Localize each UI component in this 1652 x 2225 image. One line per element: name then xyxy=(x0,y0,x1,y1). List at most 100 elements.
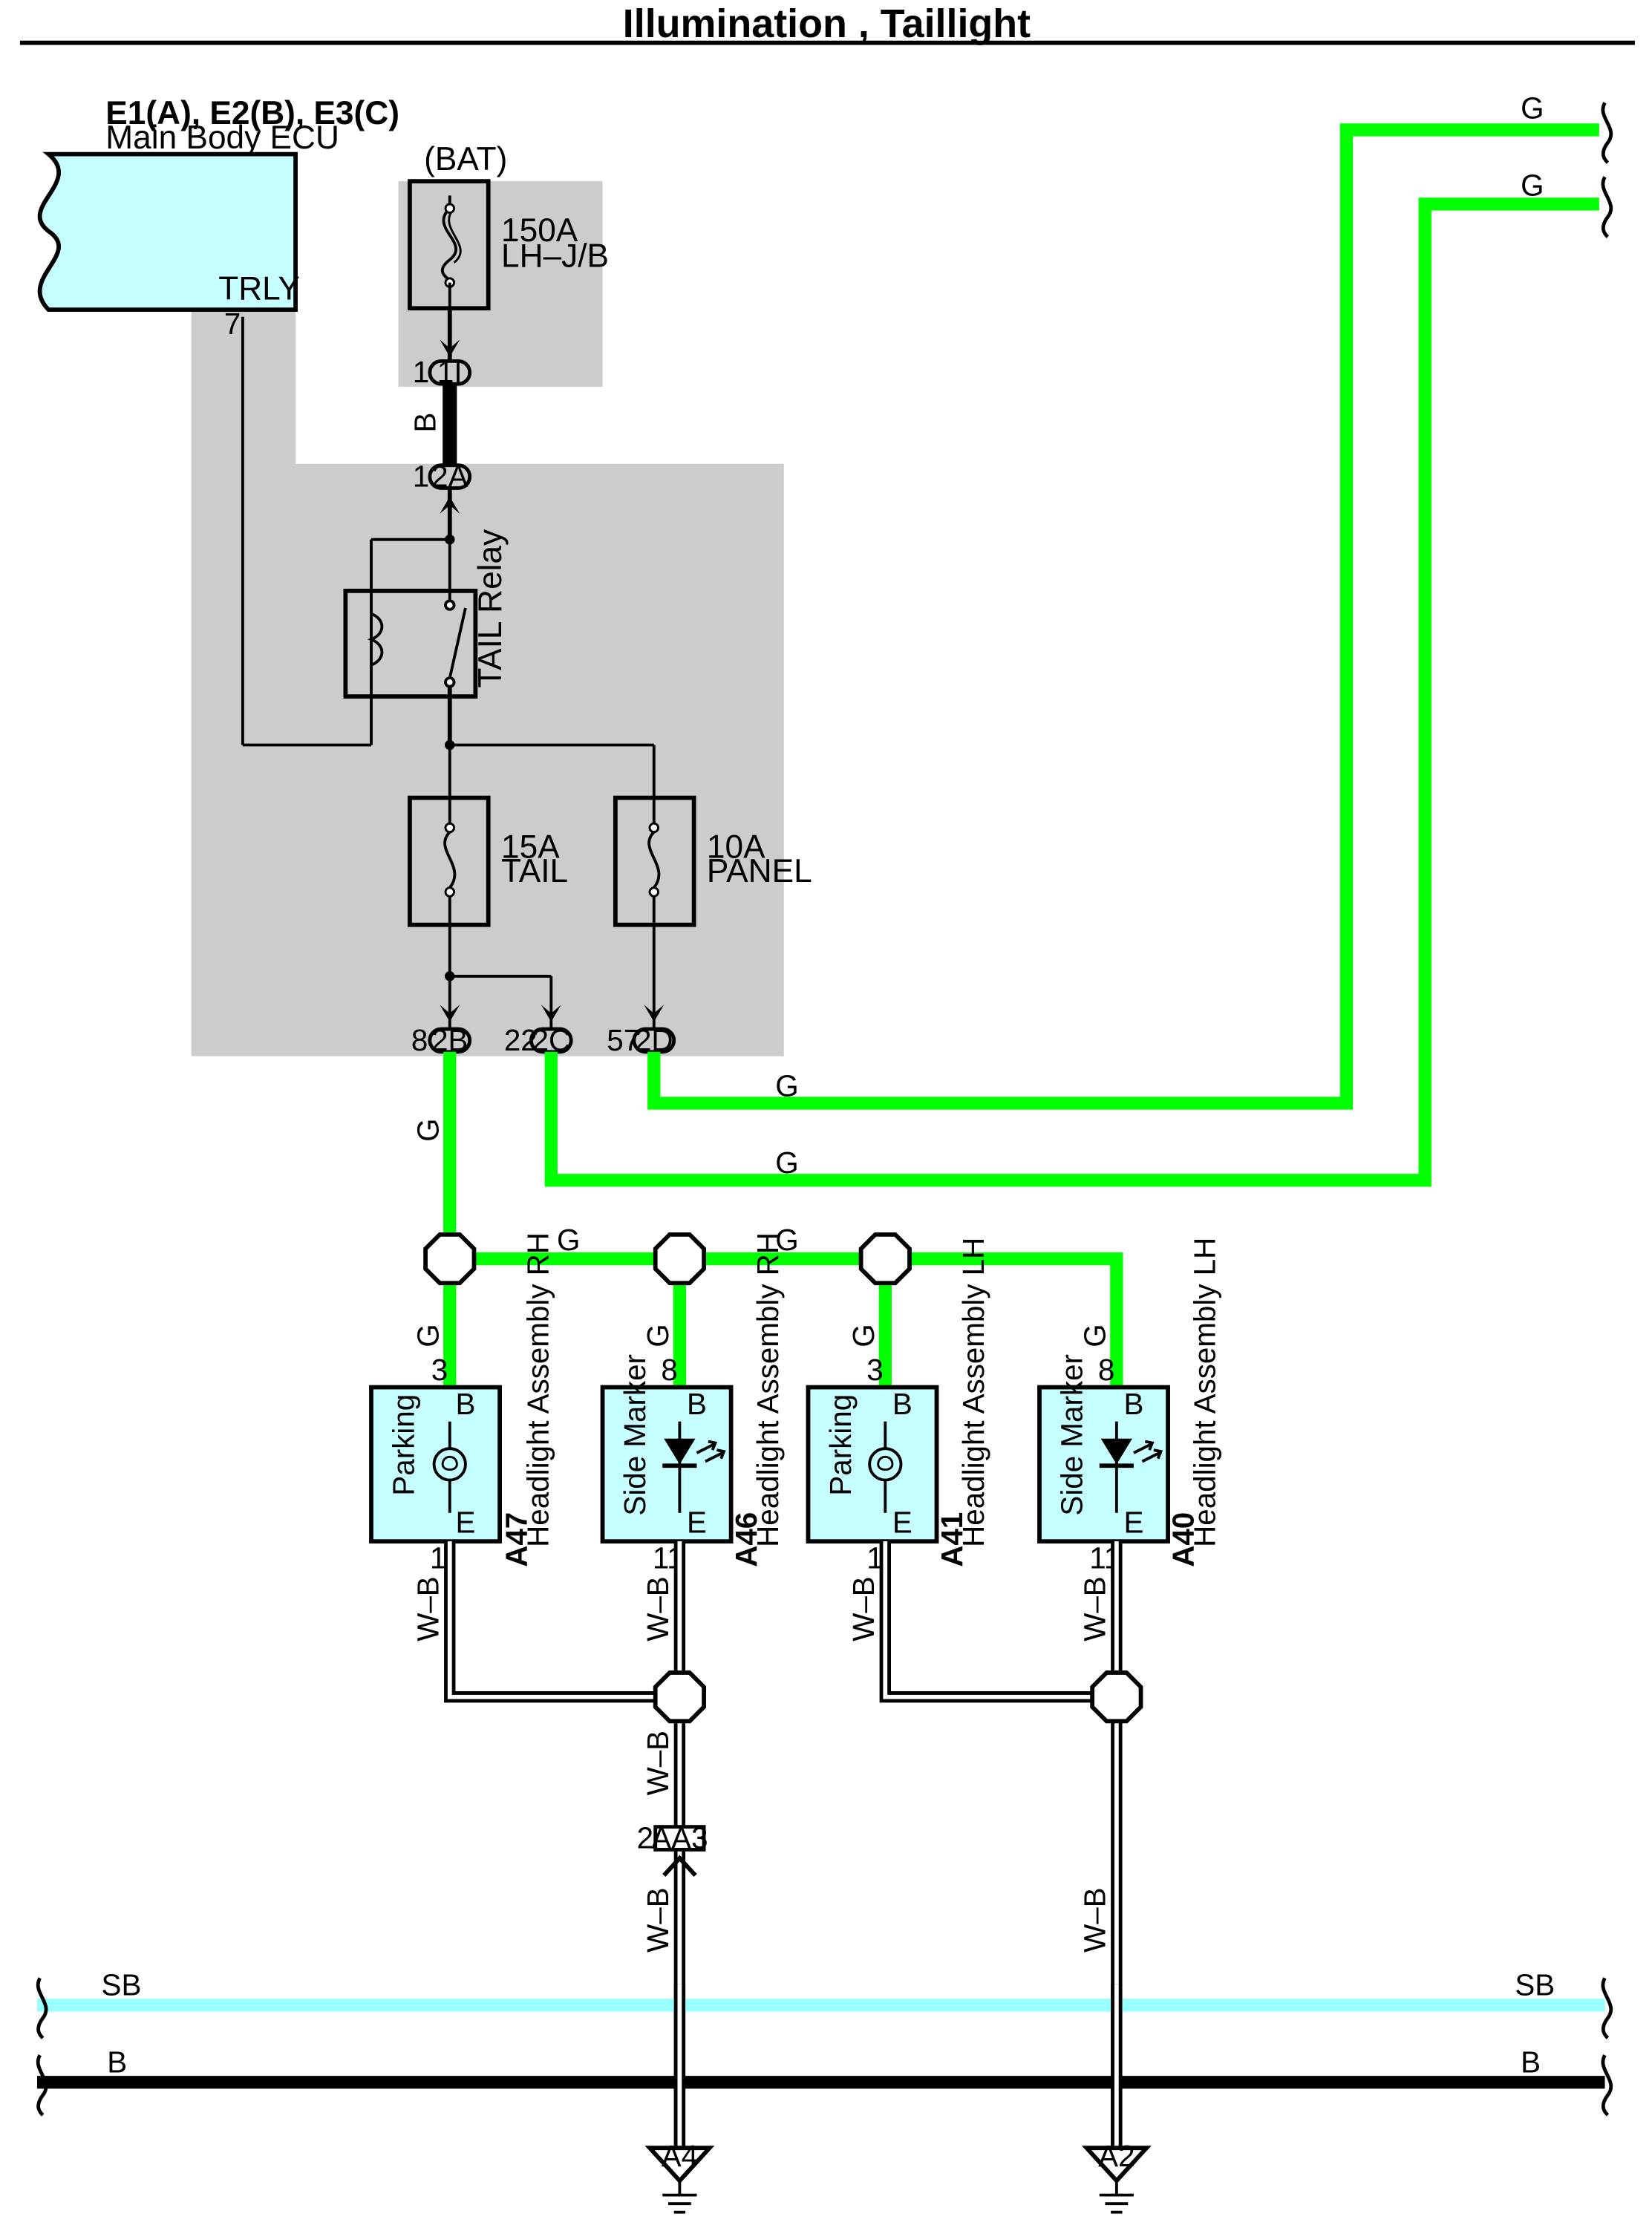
arrow-2b xyxy=(440,1004,460,1022)
connector-2d: 2D 57 xyxy=(607,1023,676,1057)
wire-label-g-a40: G xyxy=(1077,1324,1111,1347)
ecu-terminal: TRLY xyxy=(218,271,300,307)
wb-wires-inner xyxy=(447,1541,1119,2149)
fuse-tail-rating: 15A xyxy=(501,829,560,865)
wire-label-g-2c: G xyxy=(775,1146,798,1180)
connector-aa3: AA3 2 xyxy=(637,1820,708,1877)
connector-2c-label: 2C xyxy=(532,1023,571,1057)
relay-output-split xyxy=(445,739,656,798)
tail-relay xyxy=(241,316,478,747)
a47-pin-e: 1 xyxy=(430,1541,446,1575)
wb-drops-over-bus xyxy=(673,1984,1123,2149)
wire-label-g-a41: G xyxy=(846,1324,881,1347)
junction-box-shading xyxy=(191,181,784,1056)
bulb-icon xyxy=(432,1447,467,1482)
connector-1i: 1I 1 xyxy=(413,355,472,389)
wire-label-wb-a47: W–B xyxy=(411,1576,445,1641)
led-icon xyxy=(664,1438,696,1465)
a46-code: A46 xyxy=(729,1512,763,1567)
connector-2c: 2C 22 xyxy=(504,1023,573,1057)
connector-2c-pin: 22 xyxy=(504,1023,538,1057)
component-a40: 8 B E Side Marker A40 Headlight Assembly… xyxy=(1037,1238,1222,1575)
bulb-icon xyxy=(868,1447,903,1482)
wire-label-wb-mid: W–B xyxy=(641,1731,675,1795)
a46-term-b: B xyxy=(687,1387,707,1421)
bus-break-marks xyxy=(36,1977,1613,2117)
wire-label-g-2d: G xyxy=(775,1068,798,1102)
a41-term-e: E xyxy=(892,1506,912,1540)
wire-label-wb-a46: W–B xyxy=(641,1576,675,1641)
splice-points-green xyxy=(423,1232,912,1286)
sb-bus-label-left: SB xyxy=(102,1968,142,2002)
main-body-ecu: E1(A), E2(B), E3(C) Main Body ECU TRLY 7 xyxy=(37,95,399,341)
a40-code: A40 xyxy=(1166,1512,1201,1567)
a41-code: A41 xyxy=(935,1512,969,1567)
ecu-pin: 7 xyxy=(224,307,241,341)
wire-break-second xyxy=(1601,176,1613,238)
a47-term-b: B xyxy=(455,1387,475,1421)
connector-2a: 2A 1 xyxy=(413,460,472,494)
connector-2a-label: 2A xyxy=(431,460,468,494)
a46-function: Side Marker xyxy=(618,1354,652,1516)
b-bus-label-left: B xyxy=(107,2045,127,2079)
a41-pin-b: 3 xyxy=(866,1353,883,1387)
a40-name: Headlight Assembly LH xyxy=(1188,1238,1222,1547)
a47-name: Headlight Assembly RH xyxy=(520,1232,555,1547)
wire-label-g-bus1: G xyxy=(557,1223,580,1257)
wb-wires-outer xyxy=(444,1541,1123,2149)
a46-term-e: E xyxy=(687,1506,707,1540)
connector-aa3-label: AA3 xyxy=(651,1820,708,1855)
led-icon xyxy=(1100,1438,1132,1465)
ground-icon xyxy=(644,2146,715,2184)
wire-label-wb-a40: W–B xyxy=(1077,1576,1111,1641)
fuse-location: LH–J/B xyxy=(501,238,609,274)
a41-pin-e: 1 xyxy=(866,1541,883,1575)
connector-2d-label: 2D xyxy=(635,1023,673,1057)
ecu-connectors: E1(A), E2(B), E3(C) xyxy=(105,95,399,131)
fuse-15a-tail: 15A TAIL xyxy=(408,795,568,927)
sb-bus-label-right: SB xyxy=(1515,1968,1555,2002)
b-bus-label-right: B xyxy=(1521,2045,1541,2079)
wire-label-g-top: G xyxy=(1521,91,1544,125)
splice-points-wb xyxy=(653,1670,1143,1724)
wire-label-wb-lower-right: W–B xyxy=(1077,1887,1111,1952)
arrow-2c xyxy=(541,1004,561,1022)
connector-1i-pin: 1 xyxy=(413,355,429,389)
fuse-panel-rating: 10A xyxy=(707,829,765,865)
fuse-rating: 150A xyxy=(501,212,578,249)
a41-name: Headlight Assembly LH xyxy=(956,1238,990,1547)
tail-relay-label: TAIL Relay xyxy=(472,529,509,688)
green-wires xyxy=(443,123,1599,1388)
ground-a2: A2 xyxy=(1081,2139,1152,2214)
fuse-tail-name: TAIL xyxy=(501,853,568,889)
a47-function: Parking xyxy=(387,1394,421,1496)
wire-break-top xyxy=(1601,102,1613,164)
a40-function: Side Marker xyxy=(1055,1354,1089,1516)
wire-label-wb-a41: W–B xyxy=(846,1576,881,1641)
component-a41: 3 B E Parking A41 Headlight Assembly LH … xyxy=(806,1238,990,1575)
ground-a4: A4 xyxy=(644,2139,715,2214)
connector-2a-pin: 1 xyxy=(413,460,429,494)
fuse-source: (BAT) xyxy=(424,141,507,177)
component-a47: 3 B E Parking A47 Headlight Assembly RH … xyxy=(369,1232,555,1575)
connector-2d-pin: 57 xyxy=(607,1023,640,1057)
wire-label-g-second: G xyxy=(1521,168,1544,202)
wire-b-label: B xyxy=(408,413,443,433)
a46-name: Headlight Assembly RH xyxy=(751,1232,785,1547)
wire-label-g-2b: G xyxy=(411,1119,445,1142)
arrow-aa3 xyxy=(662,1855,697,1877)
wire-label-g-a46: G xyxy=(641,1324,675,1347)
a46-pin-b: 8 xyxy=(661,1353,677,1387)
arrow-2d xyxy=(644,1004,665,1022)
wire-label-g-a47: G xyxy=(411,1324,445,1347)
ground-icon xyxy=(1081,2146,1152,2184)
a47-term-e: E xyxy=(455,1506,475,1540)
a40-term-e: E xyxy=(1123,1506,1143,1540)
a41-function: Parking xyxy=(823,1394,858,1496)
connector-2b-pin: 8 xyxy=(411,1023,428,1057)
ground-a2-label: A2 xyxy=(1098,2139,1134,2173)
ground-a4-label: A4 xyxy=(662,2139,698,2173)
connector-2b: 2B 8 xyxy=(411,1023,472,1057)
a40-pin-b: 8 xyxy=(1098,1353,1114,1387)
a47-code: A47 xyxy=(500,1512,534,1567)
